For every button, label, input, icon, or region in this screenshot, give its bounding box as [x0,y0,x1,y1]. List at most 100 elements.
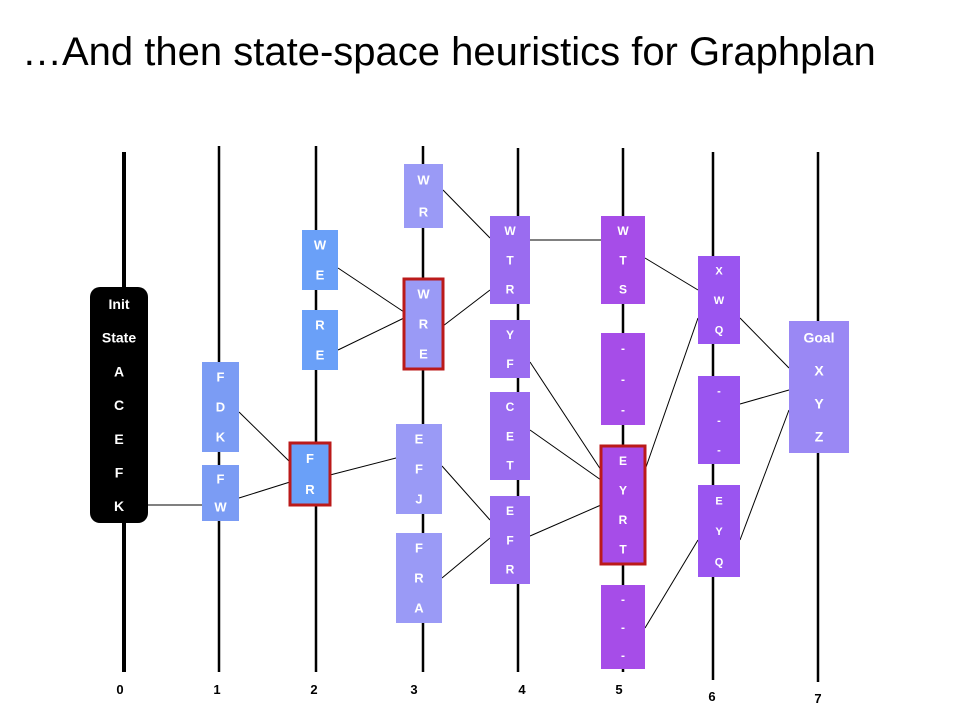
l3-wre-line-2: E [419,347,428,362]
l5-wts-box: WTS [601,216,645,304]
l6-dash-box: --- [698,376,740,464]
l6-xwq-line-0: X [715,266,723,278]
connector-line [238,411,291,463]
connector-line [644,317,699,471]
l3-fra-line-1: R [414,571,424,586]
l5-dash2-box: --- [601,585,645,669]
goal-line-3: Z [815,429,824,445]
l4-yf-box: YF [490,320,530,378]
l3-fra-line-0: F [415,541,423,556]
l4-wtr-rect [490,216,530,304]
level-label-5: 5 [615,682,622,697]
l6-xwq-rect [698,256,740,344]
l6-eyq-rect [698,485,740,577]
l4-efr-line-0: E [506,504,514,518]
l5-eyrt-line-1: Y [619,484,627,498]
l3-fra-line-2: A [414,601,424,616]
l2-fr-box: FR [288,441,332,507]
l3-wre-line-1: R [419,317,429,332]
level-label-6: 6 [708,689,715,704]
goal-line-1: X [814,363,824,379]
l4-efr-line-1: F [506,533,513,547]
level-label-3: 3 [410,682,417,697]
state-boxes: InitStateACEFKFDKFWWEREFRWRWREEFJFRAWTRY… [90,164,849,669]
slide-title: …And then state-space heuristics for Gra… [22,30,876,74]
connector-line [329,457,397,476]
l3-fra-box: FRA [396,533,442,623]
l5-dash1-box: --- [601,333,645,425]
l4-wtr-line-2: R [506,283,515,297]
l2-we-rect [302,230,338,290]
connector-line [529,361,602,471]
l3-wre-box: WRE [402,277,445,371]
connector-line [441,465,491,521]
l3-wr-rect [404,164,443,228]
l3-wr-line-1: R [419,205,429,220]
l6-xwq-line-1: W [714,295,725,307]
l5-dash1-line-1: - [621,372,625,386]
l3-efj-line-0: E [415,432,424,447]
l4-cet-line-1: E [506,429,514,443]
l4-yf-rect [490,320,530,378]
l2-re-line-1: E [316,348,325,363]
l1-fw-line-0: F [217,472,225,487]
l5-dash2-rect [601,585,645,669]
l6-dash-line-0: - [717,386,721,398]
l5-wts-rect [601,216,645,304]
connector-line [739,389,790,405]
l4-cet-rect [490,392,530,480]
level-label-1: 1 [213,682,220,697]
connector-line [644,257,699,291]
connector-line [238,481,291,499]
l1-fdk-rect [202,362,239,452]
l6-eyq-line-0: E [715,495,722,507]
l3-wre-line-0: W [417,287,430,302]
l6-dash-rect [698,376,740,464]
l5-wts-line-2: S [619,283,627,297]
l3-efj-rect [396,424,442,514]
level-label-0: 0 [116,682,123,697]
l5-eyrt-line-2: R [619,513,628,527]
init-line-3: C [114,397,124,413]
l6-eyq-box: EYQ [698,485,740,577]
connector-lines [148,189,790,629]
l4-efr-line-2: R [506,563,515,577]
l6-dash-line-2: - [717,444,721,456]
l4-cet-line-0: C [506,400,515,414]
init-rect [90,287,148,523]
connector-line [644,539,699,629]
l5-eyrt-rect [599,444,647,566]
level-label-4: 4 [518,682,526,697]
l3-efj-line-2: J [415,492,422,507]
l4-cet-box: CET [490,392,530,480]
level-label-2: 2 [310,682,317,697]
l3-efj-line-1: F [415,462,423,477]
l6-xwq-box: XWQ [698,256,740,344]
connector-line [337,267,405,313]
l5-dash2-line-2: - [621,648,625,662]
l4-efr-box: E F R [490,496,530,584]
init-line-2: A [114,363,124,379]
l5-eyrt-line-0: E [619,454,627,468]
l1-fdk-box: FDK [202,362,239,452]
l5-dash1-rect [601,333,645,425]
connector-line [337,317,405,351]
connector-line [529,504,602,537]
l2-re-line-0: R [315,318,325,333]
l5-wts-line-0: W [617,224,629,238]
connector-line [441,537,491,579]
l1-fw-line-1: W [214,500,227,515]
l6-eyq-line-1: Y [715,526,723,538]
l1-fdk-line-0: F [217,370,225,385]
l4-wtr-line-0: W [504,224,516,238]
l5-dash1-line-0: - [621,342,625,356]
goal-line-2: Y [814,396,824,412]
l3-wr-line-0: W [417,173,430,188]
goal-rect [789,321,849,453]
l2-re-rect [302,310,338,370]
